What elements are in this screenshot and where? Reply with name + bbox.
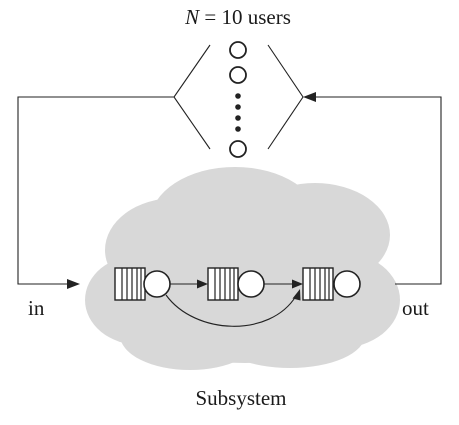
population-right-bracket — [267, 44, 304, 150]
queue-buffer-1 — [114, 267, 146, 301]
output-label: out — [402, 296, 429, 320]
subsystem-label: Subsystem — [195, 386, 286, 410]
inbound-path — [17, 96, 174, 285]
routing-arrows — [165, 279, 303, 327]
queue-station-3 — [302, 267, 361, 301]
population-title: N = 10 users — [184, 5, 291, 29]
queue-station-2 — [207, 267, 265, 301]
user-circle-last — [229, 140, 247, 158]
queue-buffer-3 — [302, 267, 334, 301]
server-1 — [143, 270, 171, 298]
server-2 — [237, 270, 265, 298]
population-variable: N — [184, 5, 200, 29]
input-label: in — [28, 296, 45, 320]
user-population — [173, 41, 304, 158]
population-left-bracket — [173, 44, 211, 150]
server-3 — [333, 270, 361, 298]
population-rest: = 10 users — [199, 5, 291, 29]
ellipsis-dot-3 — [235, 115, 241, 121]
ellipsis-dot-2 — [235, 104, 241, 110]
return-path — [314, 96, 442, 285]
return-arrowhead — [303, 92, 316, 102]
inbound-arrowhead — [67, 279, 80, 289]
route-1-to-3-bypass — [165, 294, 297, 327]
route-1-to-3-arrowhead — [292, 289, 301, 301]
ellipsis-dot-1 — [235, 93, 241, 99]
flow-lines — [17, 92, 442, 289]
route-1-to-2-arrowhead — [197, 279, 208, 289]
user-circle-1 — [229, 41, 247, 59]
queue-station-1 — [114, 267, 171, 301]
ellipsis-dot-4 — [235, 126, 241, 132]
route-2-to-3-arrowhead — [292, 279, 303, 289]
user-circle-2 — [229, 66, 247, 84]
